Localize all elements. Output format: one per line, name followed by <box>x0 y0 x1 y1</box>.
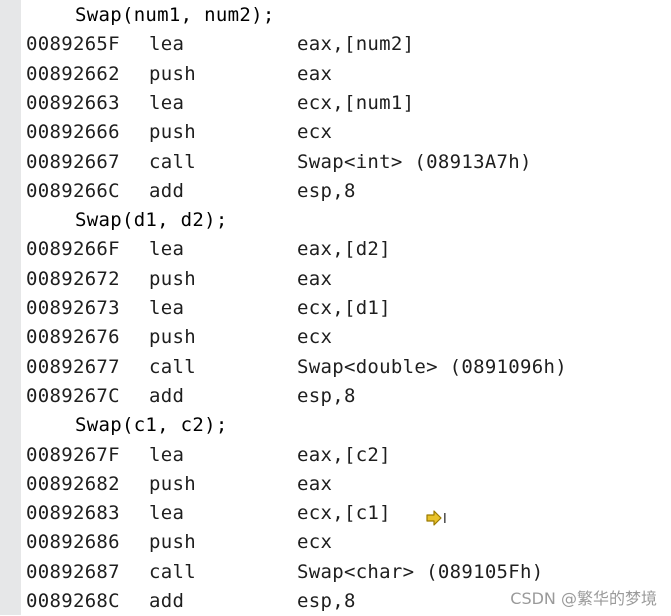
instruction-mnemonic: push <box>149 62 196 85</box>
instruction-operands: Swap<double> (0891096h) <box>297 355 567 378</box>
instruction-row[interactable]: 0089267C add esp,8 <box>26 382 671 411</box>
instruction-operands: eax <box>297 62 333 85</box>
instruction-row[interactable]: 0089267F lea eax,[c2] <box>26 441 671 470</box>
instruction-operands: ecx,[d1] <box>297 297 391 319</box>
instruction-mnemonic: push <box>149 267 196 290</box>
instruction-address: 00892673 <box>26 297 120 319</box>
instruction-address: 00892676 <box>26 326 120 349</box>
instruction-address: 00892666 <box>26 121 120 144</box>
instruction-mnemonic: lea <box>149 443 185 466</box>
instruction-row[interactable]: 00892662 push eax <box>26 60 671 89</box>
instruction-mnemonic: call <box>149 355 196 378</box>
instruction-mnemonic: push <box>149 326 196 349</box>
instruction-address: 0089266C <box>26 179 120 202</box>
instruction-mnemonic: push <box>149 531 196 554</box>
current-instruction-arrow-icon <box>426 506 448 526</box>
instruction-address: 00892687 <box>26 560 120 583</box>
source-line[interactable]: Swap(d1, d2); <box>75 209 228 232</box>
instruction-operands: eax,[c2] <box>297 443 391 466</box>
instruction-address: 0089267C <box>26 384 120 407</box>
instruction-mnemonic: call <box>149 560 196 583</box>
instruction-row[interactable]: 00892687 call Swap<char> (089105Fh) <box>26 558 671 587</box>
instruction-mnemonic: add <box>149 179 185 202</box>
instruction-mnemonic: lea <box>149 502 185 525</box>
instruction-operands: ecx <box>297 531 333 554</box>
instruction-address: 0089268C <box>26 590 120 612</box>
instruction-mnemonic: push <box>149 472 196 495</box>
instruction-mnemonic: lea <box>149 297 185 319</box>
instruction-address: 00892677 <box>26 355 120 378</box>
instruction-row[interactable]: 00892663 lea ecx,[num1] <box>26 89 671 118</box>
instruction-operands: esp,8 <box>297 179 356 202</box>
instruction-operands: Swap<char> (089105Fh) <box>297 560 544 583</box>
instruction-operands: ecx,[num1] <box>297 91 415 114</box>
source-line[interactable]: Swap(c1, c2); <box>75 414 228 437</box>
instruction-address: 0089267F <box>26 443 120 466</box>
instruction-operands: eax <box>297 267 333 290</box>
instruction-row[interactable]: 0089266F lea eax,[d2] <box>26 235 671 264</box>
instruction-mnemonic: call <box>149 150 196 173</box>
instruction-operands: Swap<int> (08913A7h) <box>297 150 532 173</box>
instruction-operands: ecx,[c1] <box>297 502 391 525</box>
instruction-row[interactable]: 00892672 push eax <box>26 265 671 294</box>
instruction-operands: ecx <box>297 326 333 349</box>
instruction-mnemonic: lea <box>149 238 185 261</box>
source-line[interactable]: Swap(num1, num2); <box>75 4 275 26</box>
instruction-row[interactable]: 00892666 push ecx <box>26 118 671 147</box>
instruction-operands: ecx <box>297 121 333 144</box>
instruction-row[interactable]: 00892686 push ecx <box>26 528 671 557</box>
instruction-address: 00892686 <box>26 531 120 554</box>
instruction-address: 00892667 <box>26 150 120 173</box>
current-instruction-row[interactable]: 00892683 lea ecx,[c1] <box>26 499 671 528</box>
instruction-address: 00892662 <box>26 62 120 85</box>
instruction-address: 00892683 <box>26 502 120 525</box>
instruction-operands: esp,8 <box>297 384 356 407</box>
instruction-row[interactable]: 0089268C add esp,8 <box>26 587 671 616</box>
instruction-mnemonic: add <box>149 384 185 407</box>
instruction-row[interactable]: 00892677 call Swap<double> (0891096h) <box>26 353 671 382</box>
instruction-row[interactable]: 00892682 push eax <box>26 470 671 499</box>
instruction-operands: eax,[num2] <box>297 33 415 56</box>
breakpoint-gutter[interactable] <box>0 0 21 615</box>
instruction-operands: esp,8 <box>297 590 356 612</box>
instruction-mnemonic: lea <box>149 91 185 114</box>
instruction-address: 0089265F <box>26 33 120 56</box>
instruction-row[interactable]: 0089265F lea eax,[num2] <box>26 30 671 59</box>
instruction-mnemonic: lea <box>149 33 185 56</box>
instruction-row[interactable]: 0089266C add esp,8 <box>26 177 671 206</box>
instruction-address: 00892672 <box>26 267 120 290</box>
instruction-address: 0089266F <box>26 238 120 261</box>
instruction-operands: eax,[d2] <box>297 238 391 261</box>
instruction-mnemonic: push <box>149 121 196 144</box>
instruction-address: 00892682 <box>26 472 120 495</box>
instruction-address: 00892663 <box>26 91 120 114</box>
watermark: CSDN @繁华的梦境 <box>510 589 657 608</box>
instruction-row[interactable]: 00892676 push ecx <box>26 323 671 352</box>
instruction-mnemonic: add <box>149 590 185 612</box>
instruction-row[interactable]: 00892673 lea ecx,[d1] <box>26 294 671 323</box>
instruction-operands: eax <box>297 472 333 495</box>
instruction-row[interactable]: 00892667 call Swap<int> (08913A7h) <box>26 148 671 177</box>
